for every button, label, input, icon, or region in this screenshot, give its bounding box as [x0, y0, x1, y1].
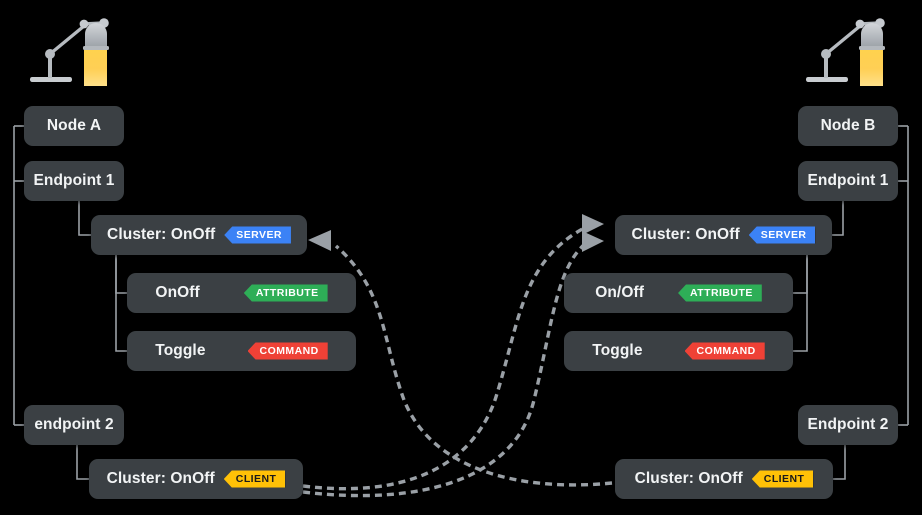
right-endpoint1-label: Endpoint 1 [807, 172, 889, 189]
left-command-row[interactable]: Toggle COMMAND [127, 331, 356, 371]
right-node-box[interactable]: Node B [798, 106, 898, 146]
left-attribute-label: OnOff [155, 284, 200, 301]
left-endpoint1-label: Endpoint 1 [33, 172, 115, 189]
arrowhead-left-server [308, 230, 331, 251]
right-cluster-client-label: Cluster: OnOff [634, 470, 743, 487]
left-node-box[interactable]: Node A [24, 106, 124, 146]
left-cluster-server-box[interactable]: Cluster: OnOff SERVER [91, 215, 307, 255]
server-badge: SERVER [748, 226, 816, 244]
desk-lamp-icon-right [806, 18, 885, 86]
right-attribute-row[interactable]: On/Off ATTRIBUTE [564, 273, 793, 313]
arrowhead-right-server-lower [582, 231, 604, 252]
left-cluster-server-label: Cluster: OnOff [107, 226, 216, 243]
command-badge: COMMAND [247, 342, 328, 360]
right-cluster-client-box[interactable]: Cluster: OnOff CLIENT [615, 459, 833, 499]
left-endpoint1-box[interactable]: Endpoint 1 [24, 161, 124, 201]
left-endpoint2-label: endpoint 2 [34, 416, 114, 433]
client-badge: CLIENT [223, 470, 286, 488]
arrowhead-right-server-upper [582, 214, 604, 235]
left-endpoint2-box[interactable]: endpoint 2 [24, 405, 124, 445]
client-badge: CLIENT [751, 470, 814, 488]
right-command-row[interactable]: Toggle COMMAND [564, 331, 793, 371]
arrowheads [308, 214, 604, 252]
right-endpoint2-label: Endpoint 2 [807, 416, 889, 433]
left-cluster-client-box[interactable]: Cluster: OnOff CLIENT [89, 459, 303, 499]
desk-lamp-icon-left [30, 18, 109, 86]
right-cluster-server-label: Cluster: OnOff [631, 226, 740, 243]
right-attribute-label: On/Off [595, 284, 645, 301]
left-attribute-row[interactable]: OnOff ATTRIBUTE [127, 273, 356, 313]
command-badge: COMMAND [684, 342, 765, 360]
right-endpoint1-box[interactable]: Endpoint 1 [798, 161, 898, 201]
right-node-label: Node B [820, 117, 876, 134]
right-endpoint2-box[interactable]: Endpoint 2 [798, 405, 898, 445]
attribute-badge: ATTRIBUTE [678, 284, 762, 302]
server-badge: SERVER [224, 226, 291, 244]
right-cluster-server-box[interactable]: Cluster: OnOff SERVER [615, 215, 832, 255]
left-command-label: Toggle [155, 342, 206, 359]
attribute-badge: ATTRIBUTE [243, 284, 328, 302]
left-cluster-client-label: Cluster: OnOff [106, 470, 215, 487]
right-command-label: Toggle [592, 342, 643, 359]
left-node-label: Node A [46, 117, 102, 134]
